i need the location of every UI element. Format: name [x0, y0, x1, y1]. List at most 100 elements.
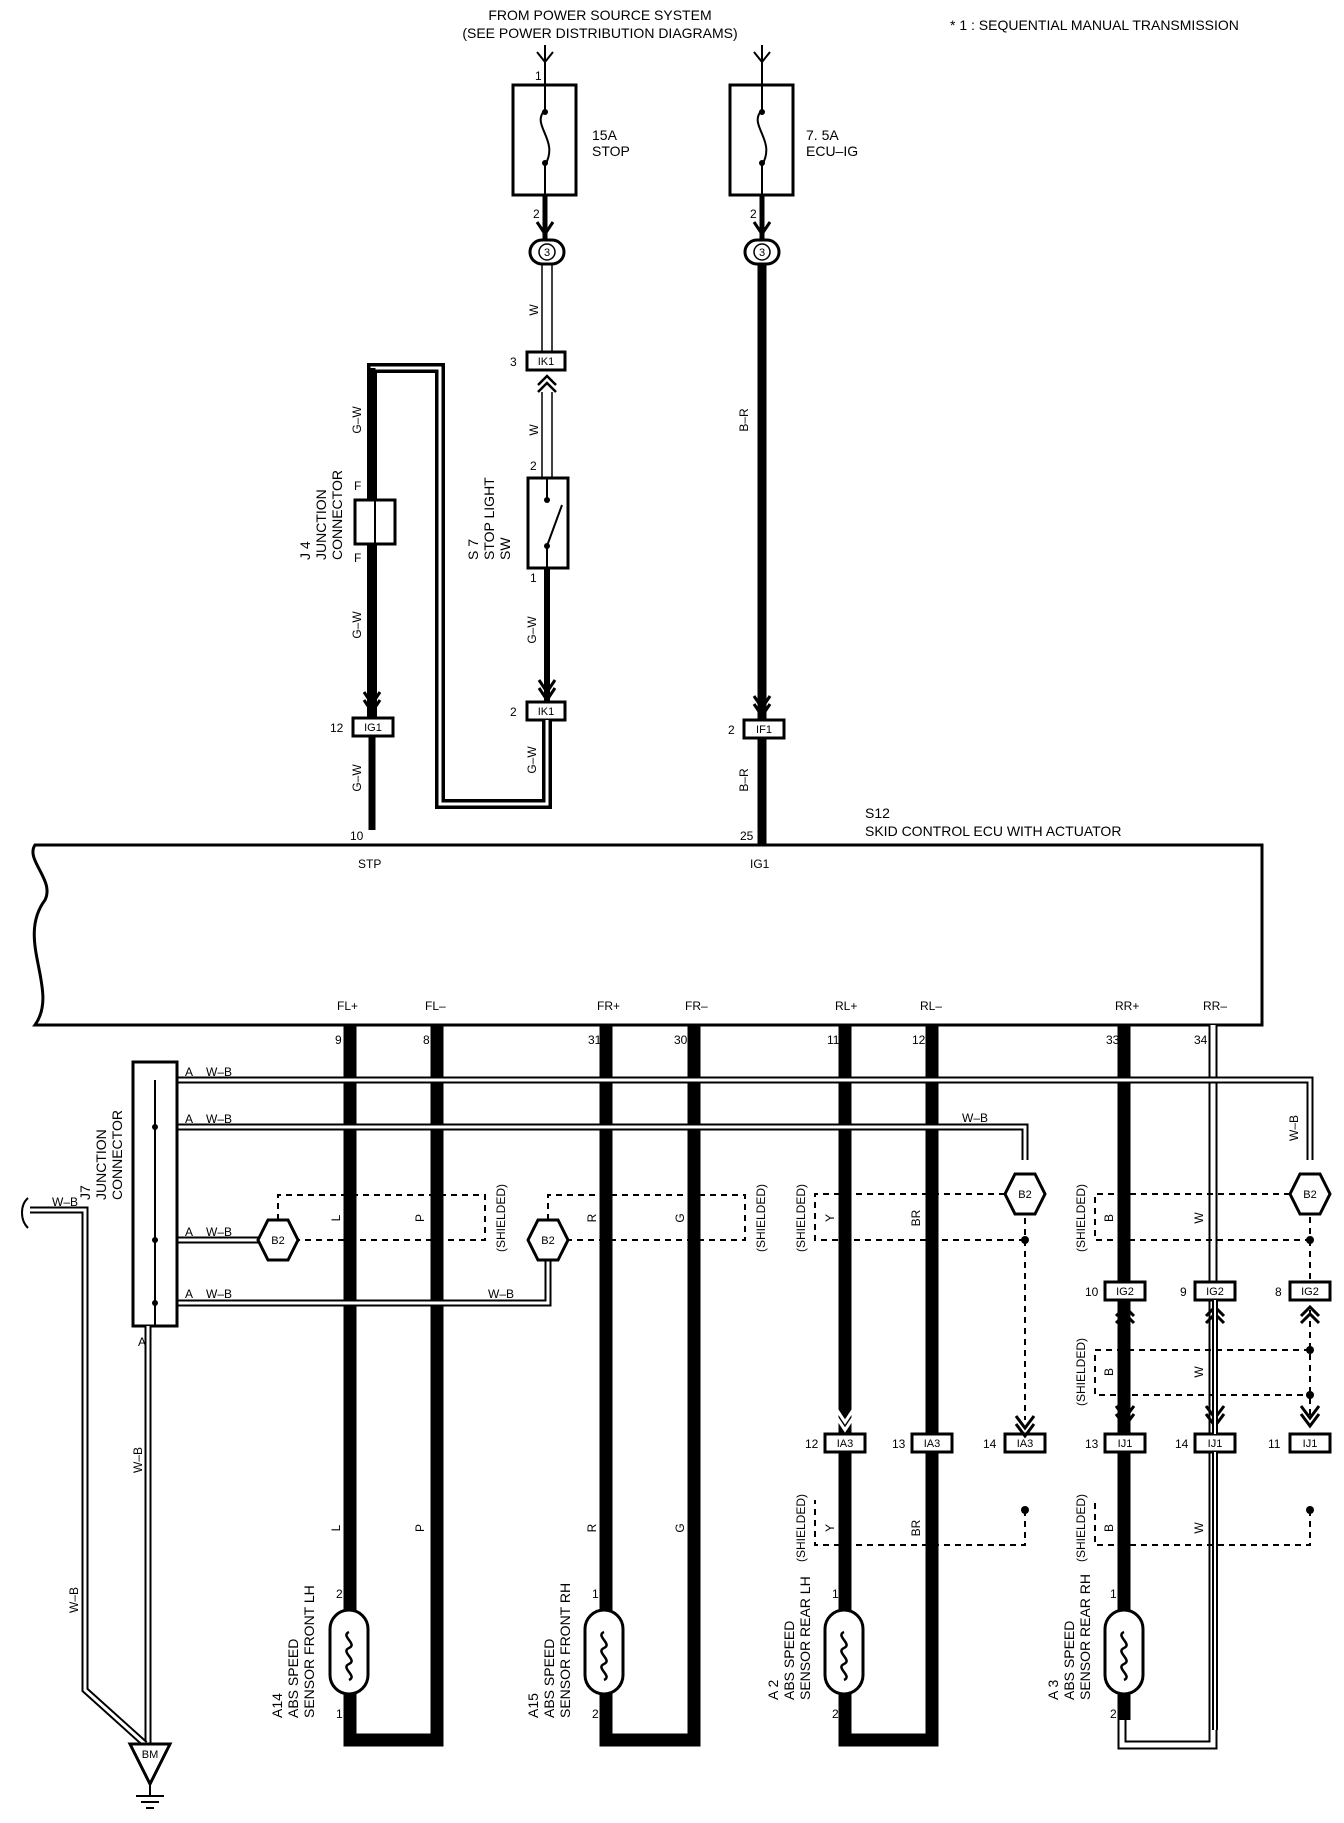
wire-label-l-2: L	[329, 1524, 343, 1531]
wire-label-b-2: B	[1102, 1368, 1116, 1376]
ecu-term-fr-minus: FR–	[685, 999, 708, 1013]
connectors-ig2	[1103, 1280, 1332, 1429]
j4-pin-bot: F	[354, 551, 361, 565]
ij1-label-1: IJ1	[1118, 1438, 1133, 1450]
ecu-pin-8: 8	[423, 1033, 430, 1047]
ecu-term-fr-plus: FR+	[597, 999, 620, 1013]
ground-bm	[127, 1742, 173, 1809]
junction-3-left	[528, 238, 566, 266]
sensor-rl-l2: SENSOR REAR LH	[797, 1576, 813, 1700]
shield-label-2: (SHIELDED)	[754, 1184, 768, 1252]
wire-label-wb-4: W–B	[1287, 1115, 1301, 1141]
ecu-term-rl-minus: RL–	[920, 999, 942, 1013]
wire-label-r-2: R	[585, 1523, 599, 1532]
ig2-pin-8: 8	[1275, 1285, 1282, 1299]
wire-label-br-2: B–R	[737, 768, 751, 792]
shield-lines	[277, 1193, 1311, 1546]
b2-label-1: B2	[271, 1235, 284, 1247]
wire-w-top	[541, 264, 553, 352]
wire-label-w-2: W	[527, 424, 541, 436]
j4-id: J 4	[297, 541, 313, 560]
ecu-pin-30: 30	[674, 1033, 688, 1047]
wire-label-wb-5: W–B	[206, 1225, 232, 1239]
ground-wires	[21, 1197, 152, 1747]
fuse-stop-name: STOP	[592, 143, 630, 159]
ij1-pin-14: 14	[1175, 1437, 1189, 1451]
wire-label-br-3: BR	[909, 1209, 923, 1226]
s7-name: STOP LIGHT	[481, 477, 497, 560]
sensor-rl-l1: ABS SPEED	[781, 1621, 797, 1700]
source-title: FROM POWER SOURCE SYSTEM	[488, 7, 711, 23]
fuse-stop-amp: 15A	[592, 127, 618, 143]
ig2-label-2: IG2	[1206, 1286, 1224, 1298]
sensor-fr-pin-bot: 2	[592, 1707, 599, 1721]
ig2-label-3: IG2	[1301, 1286, 1319, 1298]
j7-pin-a-4: A	[185, 1287, 193, 1301]
ia3-label-3: IA3	[1017, 1438, 1034, 1450]
j4-name2: CONNECTOR	[329, 470, 345, 560]
wire-label-br-1: B–R	[737, 408, 751, 432]
ecu-term-rr-plus: RR+	[1115, 999, 1139, 1013]
fuse-ecu-pin-out: 2	[750, 207, 757, 221]
sensor-rr-l1: ABS SPEED	[1061, 1621, 1077, 1700]
ecu-pin-12: 12	[912, 1033, 926, 1047]
ik1-top-pin: 3	[510, 355, 517, 369]
sensor-fl-id: A14	[269, 1693, 285, 1718]
ij1-label-3: IJ1	[1303, 1438, 1318, 1450]
ecu-term-rl-plus: RL+	[835, 999, 857, 1013]
junction-3-right-label: 3	[759, 247, 765, 259]
ecu-box	[31, 843, 1264, 1027]
b2-label-2: B2	[541, 1235, 554, 1247]
j7-pin-a-1: A	[185, 1065, 193, 1079]
footnote: * 1 : SEQUENTIAL MANUAL TRANSMISSION	[950, 17, 1239, 33]
connector-ik1-top	[525, 350, 567, 372]
wire-label-wb-6: W–B	[206, 1287, 232, 1301]
if1-pin: 2	[728, 723, 735, 737]
fuse-ecu-amp: 7. 5A	[806, 127, 839, 143]
sensor-rl-pin-top: 1	[832, 1587, 839, 1601]
sensor-fl-l1: ABS SPEED	[285, 1639, 301, 1718]
wb-bus	[155, 1076, 1314, 1307]
wire-gw-loop-outer	[367, 363, 552, 809]
s7-id: S 7	[465, 539, 481, 560]
wire-label-w-3: W	[1192, 1212, 1206, 1224]
power-arrow-right	[753, 45, 771, 85]
wire-label-y-1: Y	[823, 1214, 837, 1222]
ia3-pin-14: 14	[983, 1437, 997, 1451]
b2-label-3: B2	[1018, 1189, 1031, 1201]
wire-label-w-5: W	[1192, 1522, 1206, 1534]
ecu-term-stp: STP	[358, 857, 381, 871]
sensor-rr-pin-bot: 2	[1110, 1707, 1117, 1721]
ecu-name: SKID CONTROL ECU WITH ACTUATOR	[865, 823, 1121, 839]
ik1-bot-pin: 2	[510, 705, 517, 719]
ecu-pin-31: 31	[588, 1033, 602, 1047]
j7-name: JUNCTION	[93, 1129, 109, 1200]
ecu-pin-ig1: 25	[740, 829, 754, 843]
ia3-label-2: IA3	[924, 1438, 941, 1450]
sensor-rr-pin-top: 1	[1110, 1587, 1117, 1601]
wire-label-y-2: Y	[823, 1524, 837, 1532]
wire-label-wb-3: W–B	[962, 1111, 988, 1125]
wire-label-wb-8: W–B	[52, 1195, 78, 1209]
sensor-fl-pin-top: 2	[336, 1587, 343, 1601]
shield-label-6: (SHIELDED)	[794, 1494, 808, 1562]
wire-label-wb-10: W–B	[67, 1587, 81, 1613]
ecu-pin-33: 33	[1106, 1033, 1120, 1047]
wire-label-gw-3: G–W	[350, 406, 364, 434]
shield-label-4: (SHIELDED)	[1074, 1184, 1088, 1252]
sensor-rl-pin-bot: 2	[832, 1707, 839, 1721]
junction-3-left-label: 3	[544, 247, 550, 259]
j7-id: J7	[77, 1185, 93, 1200]
wire-label-wb-9: W–B	[131, 1447, 145, 1473]
wire-label-gw-1: G–W	[525, 616, 539, 644]
sensor-fl-l2: SENSOR FRONT LH	[301, 1585, 317, 1718]
ecu-pin-11: 11	[827, 1033, 840, 1047]
sensor-fl-pin-bot: 1	[336, 1707, 343, 1721]
j7-name2: CONNECTOR	[109, 1110, 125, 1200]
ia3-pin-12: 12	[805, 1437, 819, 1451]
wire-label-w-4: W	[1192, 1366, 1206, 1378]
j4-name: JUNCTION	[313, 489, 329, 560]
wire-label-r-1: R	[585, 1213, 599, 1222]
wire-label-w-1: W	[527, 304, 541, 316]
